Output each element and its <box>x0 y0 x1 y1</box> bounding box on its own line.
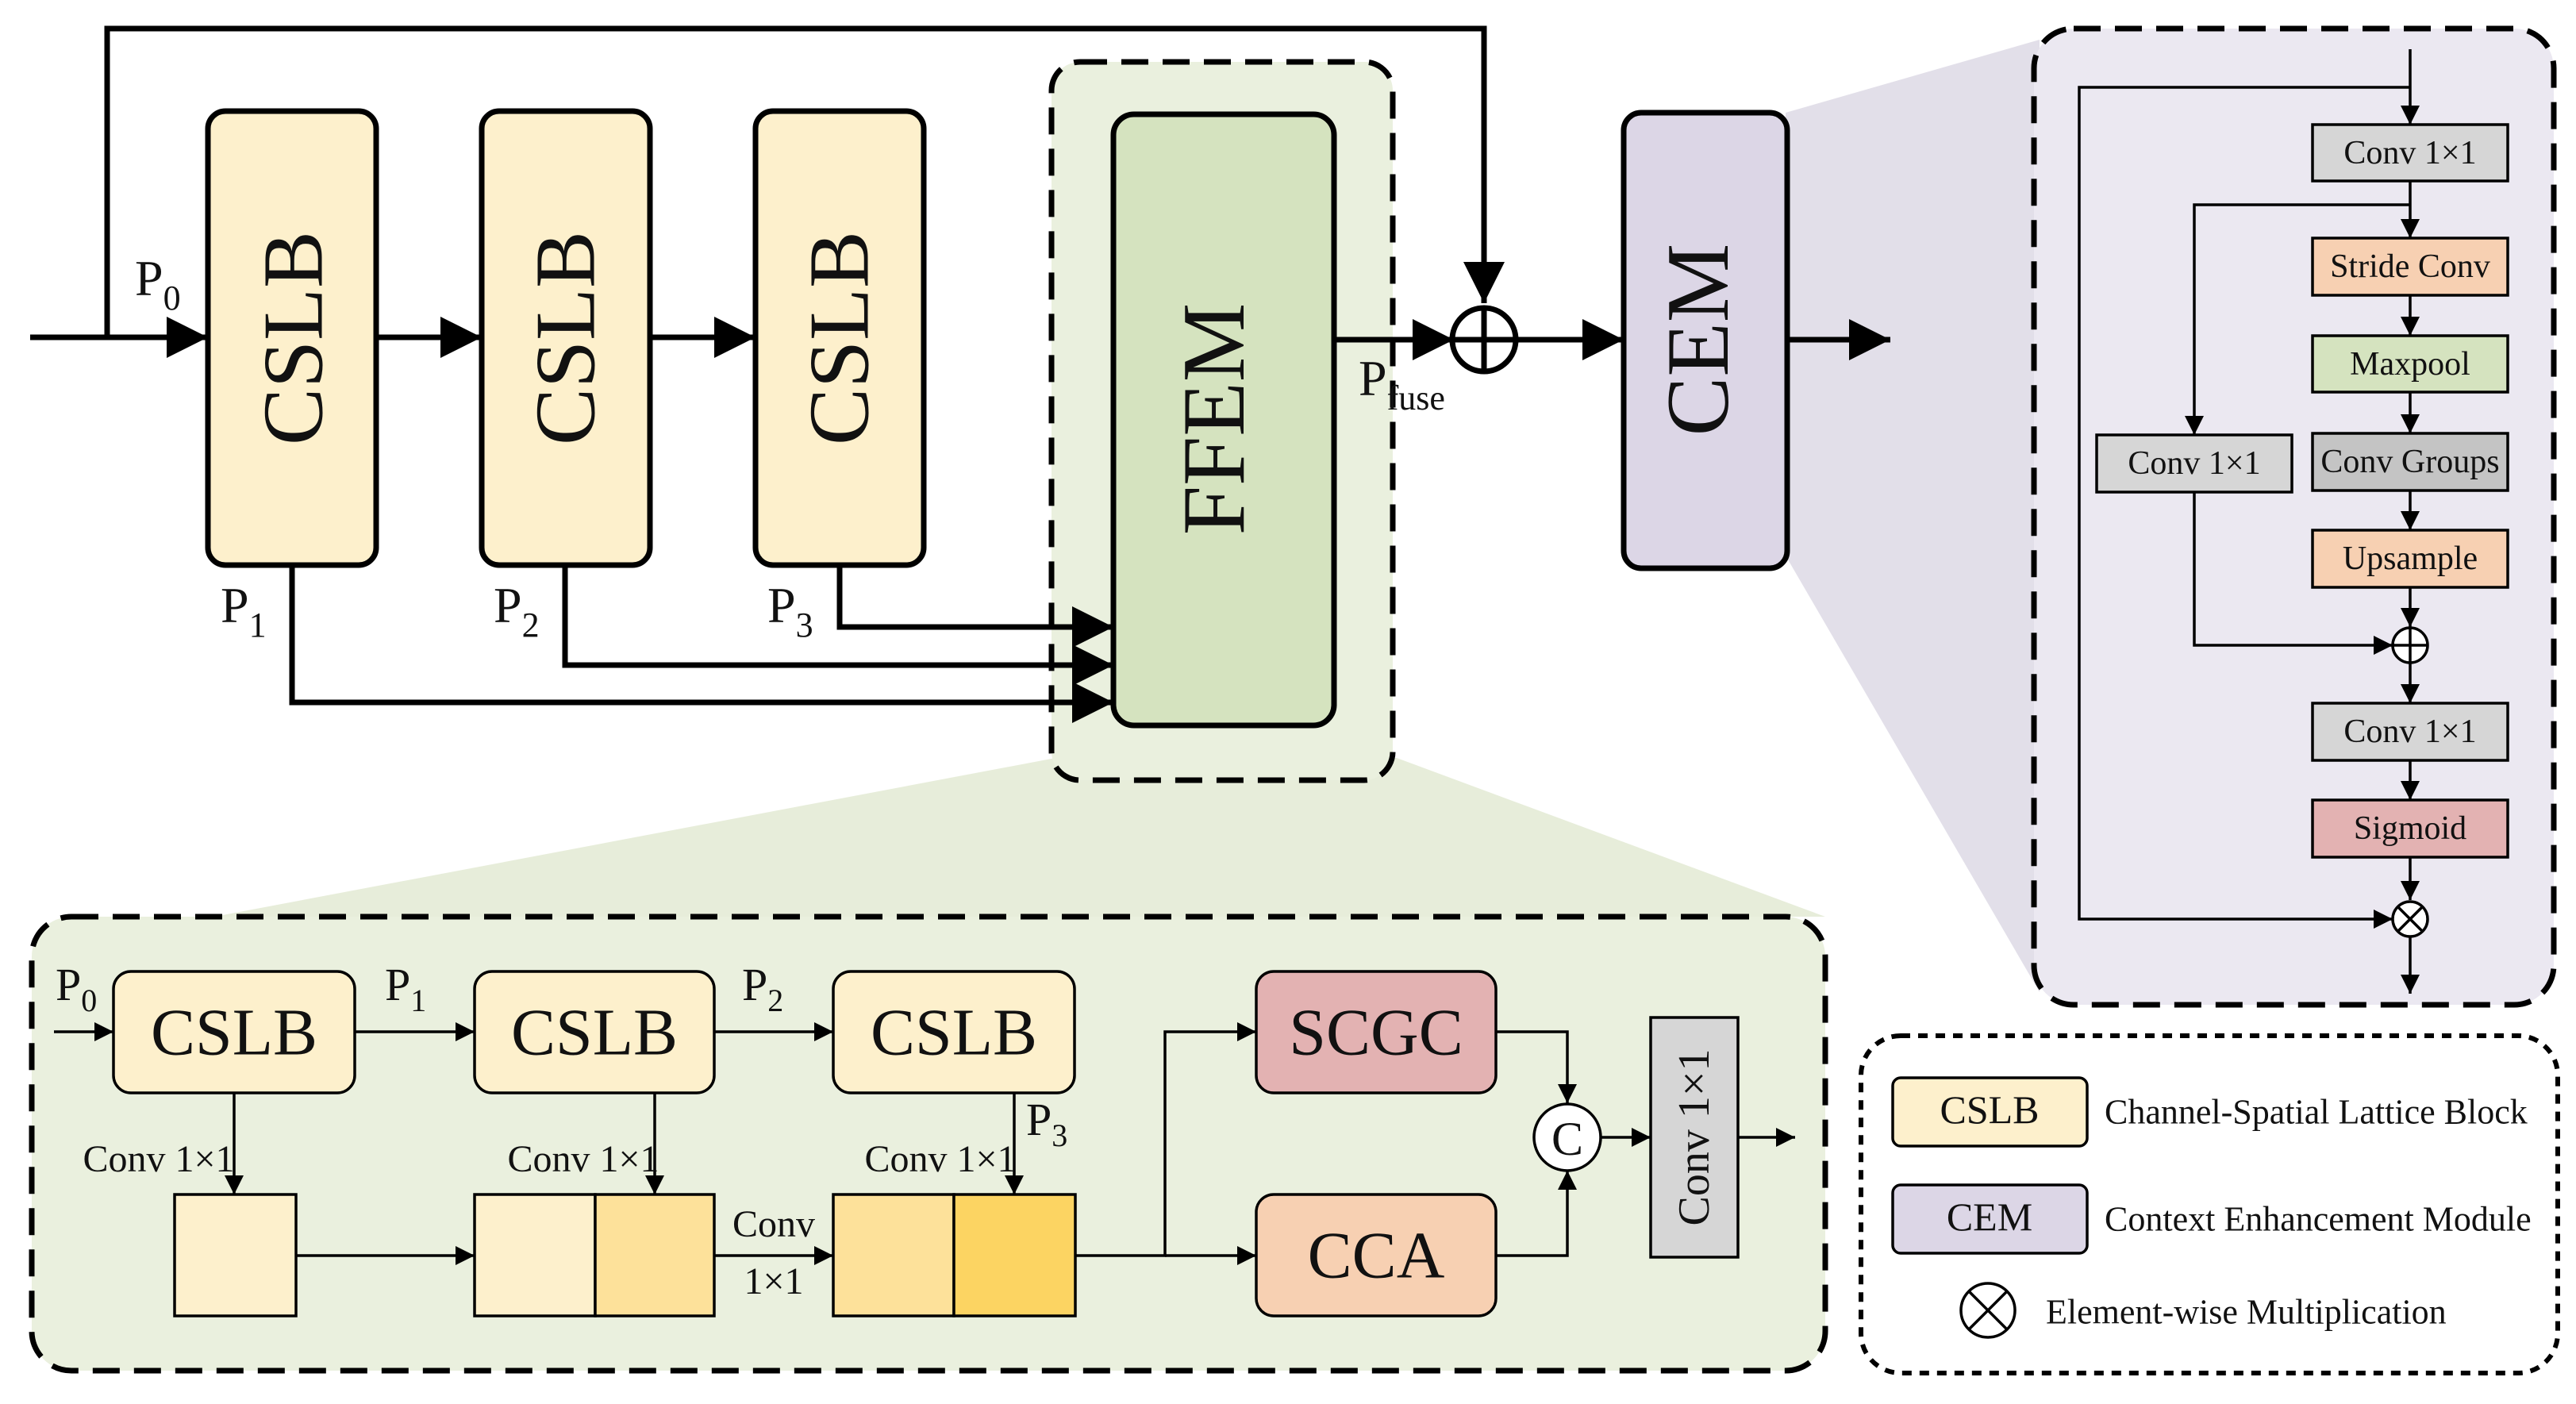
ffem-conv-label-1: Conv 1×1 <box>83 1138 234 1180</box>
cem-sigmoid <box>2311 798 2509 859</box>
cem-sigmoid-label: Sigmoid <box>2354 810 2466 847</box>
ffem-cslb-2 <box>473 970 716 1094</box>
label-p2: P2 <box>494 577 540 644</box>
cem-add-symbol <box>2391 626 2429 664</box>
legend-cem-desc: Context Enhancement Module <box>2105 1200 2532 1239</box>
ffem-zoom-projection <box>214 758 1825 917</box>
cem-maxpool <box>2311 334 2509 394</box>
cem-block-label: CEM <box>1649 244 1747 437</box>
svg-text:C: C <box>1551 1113 1583 1165</box>
ffem-block-label: FFEM <box>1165 303 1263 536</box>
cem-detail-wires <box>2078 49 2420 994</box>
cem-multiply-symbol <box>2391 900 2429 938</box>
ffem-cslb-1 <box>112 970 356 1094</box>
ffem-conv-final <box>1649 1016 1740 1259</box>
ffem-scgc-label: SCGC <box>1289 996 1463 1070</box>
ffem-label-p3: P3 <box>1026 1094 1067 1153</box>
cem-stride-conv-label: Stride Conv <box>2330 248 2490 285</box>
cslb-block-1-label: CSLB <box>247 231 341 445</box>
cem-conv-groups <box>2311 432 2509 492</box>
cslb-block-2 <box>479 108 653 568</box>
cslb-block-1 <box>205 108 379 568</box>
legend-cslb-desc: Channel-Spatial Lattice Block <box>2105 1093 2528 1132</box>
ffem-label-p1: P1 <box>385 959 426 1018</box>
ffem-conv-mid-line1: Conv <box>732 1203 815 1245</box>
ffem-cslb-3-label: CSLB <box>871 996 1037 1070</box>
cem-maxpool-label: Maxpool <box>2350 346 2470 383</box>
cem-upsample-label: Upsample <box>2343 540 2478 577</box>
ffem-detail-wires <box>54 1022 1795 1265</box>
feature-map-2a <box>473 1193 597 1317</box>
cem-upsample <box>2311 529 2509 589</box>
ffem-conv-mid-line2: 1×1 <box>744 1260 803 1302</box>
cem-conv-top <box>2311 123 2509 183</box>
cem-zoom-projection <box>1786 40 2040 992</box>
ffem-cca-label: CCA <box>1308 1219 1445 1293</box>
ffem-label-p0: P0 <box>56 959 97 1018</box>
feature-map-2b <box>594 1193 716 1317</box>
ffem-block <box>1110 111 1337 729</box>
label-p1: P1 <box>221 577 267 644</box>
legend-cslb-swatch <box>1891 1076 2089 1148</box>
ffem-cslb-1-label: CSLB <box>151 996 317 1070</box>
ffem-label-p2: P2 <box>742 959 783 1018</box>
ffem-cslb-3 <box>832 970 1076 1094</box>
legend-multiply-desc: Element-wise Multiplication <box>2046 1293 2447 1332</box>
cslb-block-2-label: CSLB <box>519 231 613 445</box>
cem-conv-top-label: Conv 1×1 <box>2343 135 2476 171</box>
ffem-scgc <box>1255 970 1498 1094</box>
concat-symbol: C <box>1532 1102 1602 1172</box>
cslb-block-3-label: CSLB <box>793 231 887 445</box>
ffem-conv-label-2: Conv 1×1 <box>507 1138 659 1180</box>
ffem-cca <box>1255 1193 1498 1317</box>
feature-map-3a <box>832 1193 955 1317</box>
feature-map-3b <box>952 1193 1077 1317</box>
top-wires <box>30 25 1890 723</box>
ffem-cslb-2-label: CSLB <box>511 996 678 1070</box>
cem-conv-side-label: Conv 1×1 <box>2128 445 2260 482</box>
cem-conv-after-label: Conv 1×1 <box>2343 714 2476 750</box>
label-p3: P3 <box>767 577 813 644</box>
cem-block <box>1621 110 1790 571</box>
legend-cem-swatch <box>1891 1183 2089 1255</box>
label-pfuse: Pfuse <box>1359 350 1445 417</box>
legend-cem-key: CEM <box>1947 1194 2032 1239</box>
cem-stride-conv <box>2311 237 2509 297</box>
label-p0: P0 <box>135 250 181 317</box>
cem-conv-after <box>2311 702 2509 762</box>
add-symbol <box>1449 305 1519 375</box>
cslb-block-3 <box>752 108 927 568</box>
legend-cslb-key: CSLB <box>1940 1087 2039 1132</box>
ffem-conv-final-label: Conv 1×1 <box>1670 1049 1719 1226</box>
ffem-conv-label-3: Conv 1×1 <box>864 1138 1016 1180</box>
feature-map-1 <box>173 1193 298 1317</box>
cem-conv-side <box>2095 433 2293 494</box>
legend-multiply-icon <box>1959 1282 2017 1339</box>
cem-conv-groups-label: Conv Groups <box>2320 444 2499 480</box>
